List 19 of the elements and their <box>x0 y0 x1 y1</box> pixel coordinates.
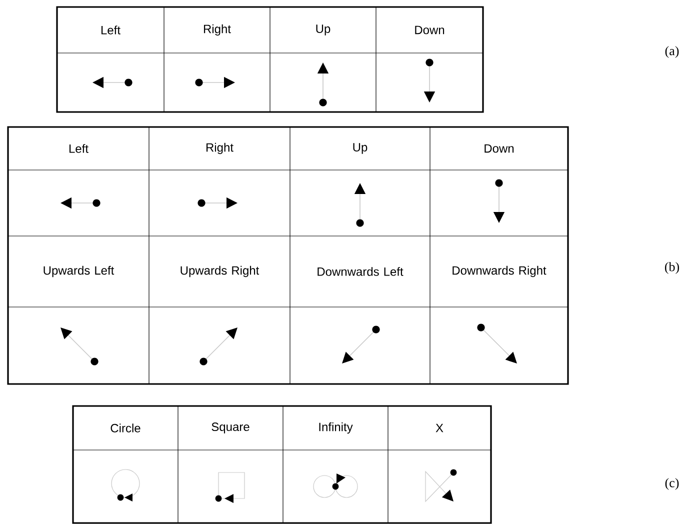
panel-label: (b) <box>664 262 680 274</box>
table-header: Up <box>316 24 330 36</box>
table-header: Up <box>353 143 368 154</box>
table-header: Downwards Left <box>318 267 404 276</box>
table-header: Circle <box>110 424 140 432</box>
table-header: Down <box>484 144 514 153</box>
table-header: Upwards Left <box>44 266 114 278</box>
panel-label: (a) <box>665 46 679 58</box>
table-header: Infinity <box>319 422 353 434</box>
table-header: Right <box>206 142 234 154</box>
panel-label: (c) <box>665 478 679 490</box>
table-header: Down <box>415 26 444 34</box>
table-header: Left <box>69 144 88 153</box>
table-header: Downwards Right <box>452 266 546 278</box>
table-header: X <box>436 424 444 432</box>
table-header: Right <box>204 24 231 36</box>
table-header: Left <box>101 26 120 34</box>
table-header: Upwards Right <box>180 266 260 278</box>
table-header: Square <box>212 422 250 434</box>
